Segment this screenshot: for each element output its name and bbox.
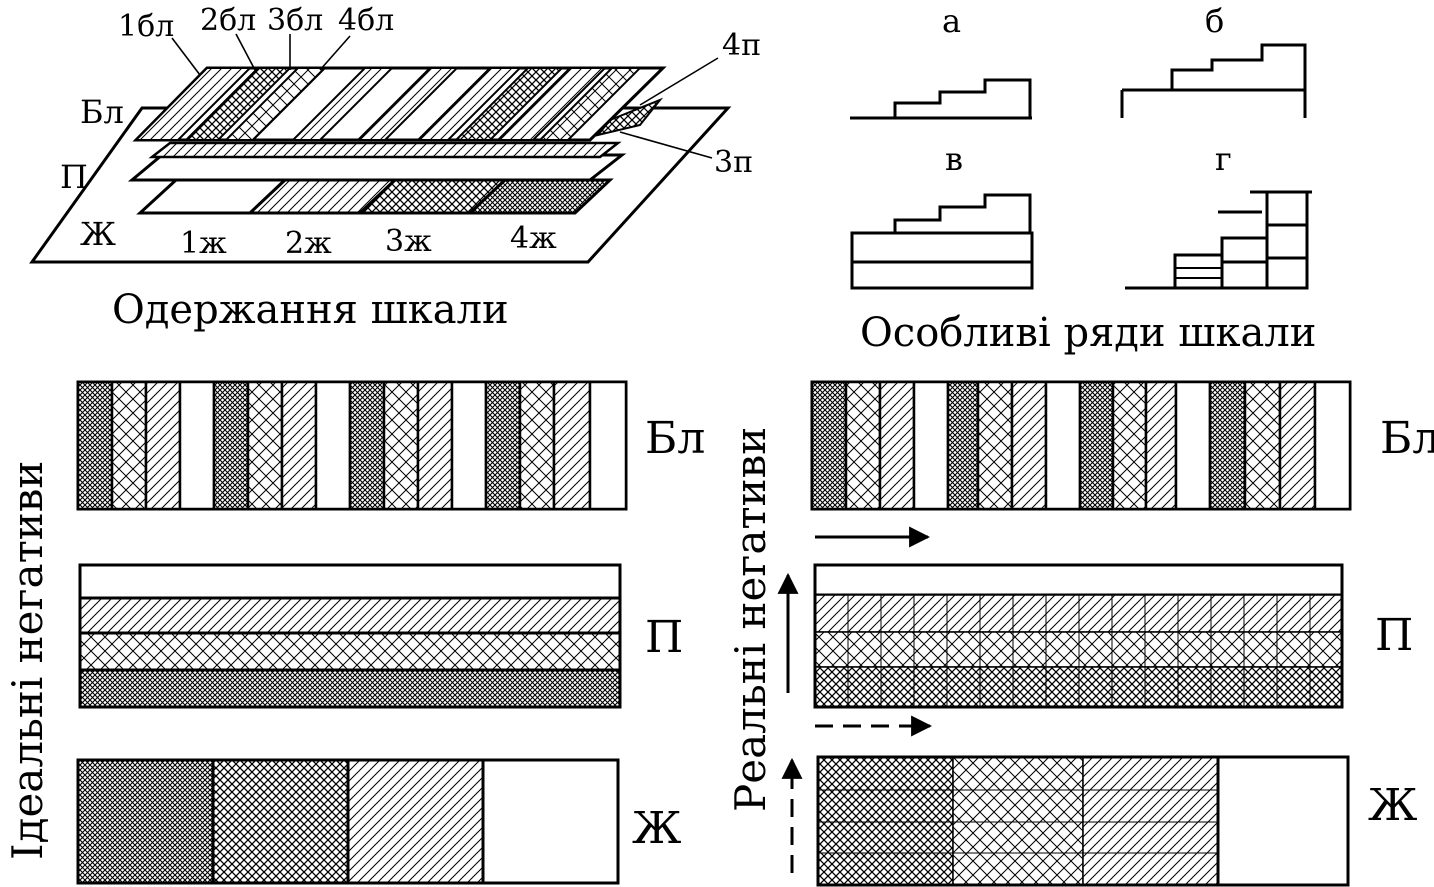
bl-step-3: 3бл — [267, 3, 323, 38]
ideal-zh-steps — [76, 758, 620, 885]
zh-step-3: 3ж — [385, 224, 432, 259]
real-negatives: Бл П Ж Реальні негативи — [726, 380, 1434, 887]
layer-label-p: П — [60, 158, 88, 196]
p-layer-plain — [127, 153, 627, 182]
zh-step-1: 1ж — [180, 226, 227, 261]
zh-step-2: 2ж — [285, 226, 332, 261]
ideal-p-bands — [78, 563, 622, 709]
layer-label-bl: Бл — [80, 93, 124, 131]
ideal-row-label-zh: Ж — [632, 803, 681, 854]
p-step-3: 3п — [714, 145, 753, 180]
special-rows — [850, 43, 1312, 290]
ideal-side-label: Ідеальні негативи — [3, 461, 52, 860]
ideal-bl-stripes — [76, 380, 628, 511]
real-arrows — [777, 526, 933, 873]
panel-label-v: в — [945, 140, 963, 178]
zh-step-strip — [136, 178, 614, 215]
p-step-4: 4п — [722, 28, 761, 63]
layer-label-zh: Ж — [80, 215, 116, 253]
special-rows-caption: Особливі ряди шкали — [860, 310, 1316, 356]
panel-v — [850, 193, 1034, 290]
zh-step-4: 4ж — [510, 221, 557, 256]
leader-lines — [171, 33, 719, 159]
panel-label-g: г — [1215, 140, 1232, 178]
bl-stripes — [133, 67, 643, 141]
real-bl-stripes — [810, 380, 1352, 511]
real-zh-grid — [816, 755, 1350, 887]
panel-g — [1125, 190, 1312, 290]
ideal-row-label-p: П — [645, 612, 683, 663]
ideal-negatives: Бл П Ж Ідеальні негативи — [3, 380, 705, 885]
panel-a — [850, 78, 1032, 120]
real-row-label-zh: Ж — [1368, 780, 1417, 831]
real-row-label-p: П — [1375, 610, 1413, 661]
panel-label-b: б — [1205, 2, 1224, 40]
ideal-row-label-bl: Бл — [645, 413, 705, 464]
scale-setup-caption: Одержання шкали — [112, 287, 509, 333]
real-side-label: Реальні негативи — [726, 427, 775, 812]
bl-step-1: 1бл — [118, 9, 174, 44]
bl-step-4: 4бл — [338, 3, 394, 38]
scale-setup: 1бл 2бл 3бл 4бл 4п 3п Бл П Ж 1ж 2ж 3ж 4ж… — [29, 3, 761, 333]
real-p-grid — [813, 563, 1344, 709]
panel-b — [1120, 43, 1307, 118]
bl-step-2: 2бл — [200, 3, 256, 38]
panel-label-a: а — [942, 2, 961, 40]
p-layer-hatched — [148, 141, 622, 159]
real-row-label-bl: Бл — [1380, 413, 1434, 464]
